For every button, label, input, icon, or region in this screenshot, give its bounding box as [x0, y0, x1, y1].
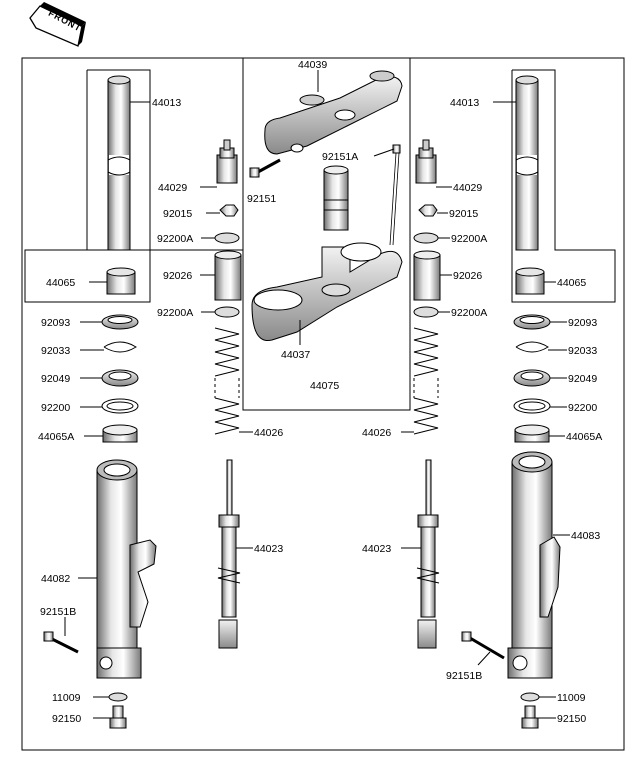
label-44013-right: 44013 [450, 97, 479, 109]
nut-right [418, 204, 438, 217]
label-92151: 92151 [247, 193, 276, 205]
fork-tube-right [515, 75, 539, 251]
upper-triple-clamp [264, 70, 403, 155]
bushing-left [106, 267, 136, 295]
washer-left-1 [214, 232, 240, 244]
leader-lines [64, 70, 570, 719]
bolt-92151b-right [461, 631, 505, 660]
label-92200a-left-1: 92200A [157, 233, 193, 245]
damper-rod-left [217, 459, 241, 649]
label-92151b-left: 92151B [40, 606, 76, 618]
washer-right-1 [413, 232, 439, 244]
seal-stack-left [101, 314, 139, 443]
bolt-92150-left [109, 705, 127, 729]
seal-stack-right [513, 314, 551, 443]
label-92093-left: 92093 [41, 317, 70, 329]
label-44029-left: 44029 [158, 182, 187, 194]
label-92151a: 92151A [322, 151, 358, 163]
steering-stem [323, 165, 349, 231]
label-11009-left: 11009 [52, 692, 81, 704]
label-92200-right: 92200 [568, 402, 597, 414]
label-44065-right: 44065 [557, 277, 586, 289]
label-44013-left: 44013 [152, 97, 181, 109]
label-44023-left: 44023 [254, 543, 283, 555]
label-44065a-right: 44065A [566, 431, 602, 443]
label-44023-right: 44023 [362, 543, 391, 555]
fork-tube-left [107, 75, 131, 251]
cap-bolt-right [415, 139, 437, 184]
cap-bolt-left [216, 139, 238, 184]
spacer-right [413, 250, 441, 301]
label-44026-left: 44026 [254, 427, 283, 439]
label-44026-right: 44026 [362, 427, 391, 439]
nut-left [219, 204, 239, 217]
outer-frame [21, 57, 625, 751]
label-11009-right: 11009 [557, 692, 586, 704]
washer-right-2 [413, 306, 439, 318]
label-44083: 44083 [571, 530, 600, 542]
label-44065a-left: 44065A [38, 431, 74, 443]
label-44075: 44075 [310, 380, 339, 392]
bolt-92150-right [521, 705, 539, 729]
label-92200a-right-2: 92200A [451, 307, 487, 319]
label-92200-left: 92200 [41, 402, 70, 414]
bolt-92151b-left [43, 631, 79, 654]
label-92150-left: 92150 [52, 713, 81, 725]
lower-triple-clamp [251, 242, 403, 342]
bushing-right [515, 267, 545, 295]
label-92026-left: 92026 [163, 270, 192, 282]
label-92151b-right: 92151B [446, 670, 482, 682]
label-92150-right: 92150 [557, 713, 586, 725]
label-44029-right: 44029 [453, 182, 482, 194]
spring-right [413, 327, 439, 435]
label-92200a-left-2: 92200A [157, 307, 193, 319]
label-44065-left: 44065 [46, 277, 75, 289]
label-92200a-right-1: 92200A [451, 233, 487, 245]
part-labels: 44039 44013 44013 92151A 92151 44029 440… [38, 59, 602, 725]
front-arrow-logo: FRONT [29, 2, 86, 47]
fork-leg-left [96, 459, 157, 679]
label-92033-right: 92033 [568, 345, 597, 357]
fork-leg-right [507, 451, 561, 679]
washer-left-2 [214, 306, 240, 318]
label-44039: 44039 [298, 59, 327, 71]
damper-rod-right [416, 459, 440, 649]
bolt-92151a [389, 144, 401, 246]
label-92026-right: 92026 [453, 270, 482, 282]
label-92015-left: 92015 [163, 208, 192, 220]
label-92049-right: 92049 [568, 373, 597, 385]
bolt-92151 [249, 158, 281, 178]
spacer-left [214, 250, 242, 301]
label-44037: 44037 [281, 349, 310, 361]
spring-left [214, 327, 240, 435]
label-92033-left: 92033 [41, 345, 70, 357]
label-44082: 44082 [41, 573, 70, 585]
label-92049-left: 92049 [41, 373, 70, 385]
washer-11009-left [108, 692, 128, 702]
label-92093-right: 92093 [568, 317, 597, 329]
washer-11009-right [520, 692, 540, 702]
label-92015-right: 92015 [449, 208, 478, 220]
